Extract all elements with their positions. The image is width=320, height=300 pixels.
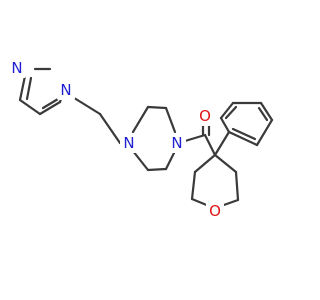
bond <box>131 149 150 172</box>
bond <box>224 105 238 120</box>
bond <box>38 100 62 116</box>
chemical-structure: N N N N O O <box>8 58 274 221</box>
bond <box>190 170 197 201</box>
bond <box>219 116 231 134</box>
bond <box>25 76 33 101</box>
bond <box>18 74 27 102</box>
piperazine-nitrogen-label: N <box>123 134 134 152</box>
oxane-ring <box>190 153 240 208</box>
bond <box>227 130 259 147</box>
bond <box>259 101 274 122</box>
carbonyl-group <box>183 124 217 157</box>
bond <box>131 105 150 134</box>
pyrazole-ring <box>18 67 65 116</box>
atom-labels: N N N N O O <box>8 58 224 221</box>
bond <box>18 98 42 116</box>
piperazine-ring <box>131 105 177 172</box>
oxane-oxygen-label: O <box>209 202 221 220</box>
bond <box>257 106 269 122</box>
bond <box>183 133 207 143</box>
bond <box>213 153 238 174</box>
bond <box>193 153 217 174</box>
bond <box>219 101 235 120</box>
ethyl-linker <box>69 94 127 145</box>
bond <box>146 167 168 172</box>
piperazine-nitrogen-label: N <box>171 134 182 152</box>
bond <box>203 133 217 157</box>
bond <box>69 94 102 116</box>
carbonyl-oxygen-label: O <box>199 107 211 125</box>
bond <box>234 170 240 202</box>
bond <box>164 106 177 134</box>
bond <box>255 118 274 147</box>
bond <box>41 97 60 110</box>
bond <box>164 149 177 171</box>
bond <box>231 127 257 141</box>
phenyl-ring <box>213 101 274 157</box>
pyrazole-nitrogen-label: N <box>11 59 22 77</box>
pyrazole-nitrogen-label: N <box>60 81 71 99</box>
bond <box>98 112 122 145</box>
bond <box>146 105 168 110</box>
bond <box>213 130 231 157</box>
